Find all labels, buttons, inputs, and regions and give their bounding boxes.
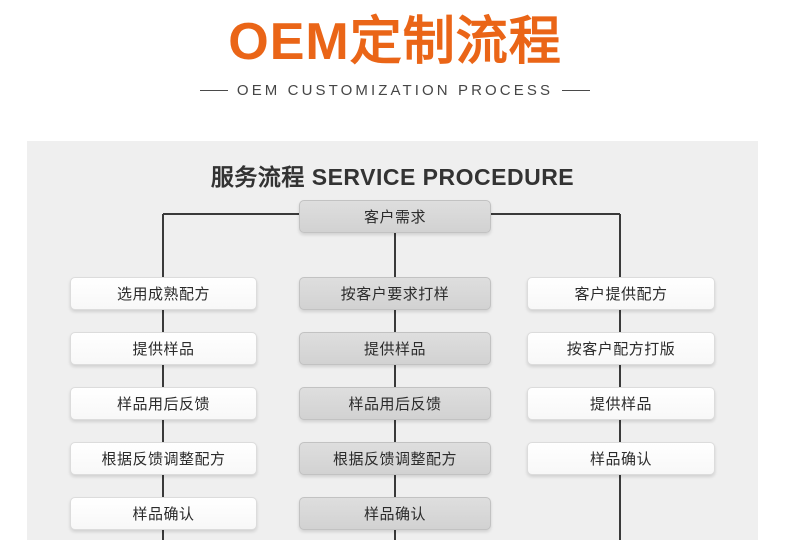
panel-heading: 服务流程 SERVICE PROCEDURE (210, 164, 575, 190)
page-title: OEM定制流程 (228, 13, 562, 71)
subtitle-dash-left (199, 90, 228, 91)
flow-node-left-1[interactable]: 选用成熟配方 (70, 277, 257, 310)
flow-node-left-4[interactable]: 根据反馈调整配方 (70, 442, 257, 475)
flow-node-center-2[interactable]: 提供样品 (299, 332, 491, 365)
flow-node-right-4[interactable]: 样品确认 (527, 442, 715, 475)
flow-node-center-5[interactable]: 样品确认 (299, 497, 491, 530)
flow-node-left-5[interactable]: 样品确认 (70, 497, 257, 530)
flow-node-left-2[interactable]: 提供样品 (70, 332, 257, 365)
flow-node-center-4[interactable]: 根据反馈调整配方 (299, 442, 491, 475)
service-procedure-panel: 服务流程 SERVICE PROCEDURE (27, 141, 758, 540)
flow-node-right-3[interactable]: 提供样品 (527, 387, 715, 420)
flow-node-left-3[interactable]: 样品用后反馈 (70, 387, 257, 420)
flow-node-right-2[interactable]: 按客户配方打版 (527, 332, 715, 365)
page-header: OEM定制流程 OEM CUSTOMIZATION PROCESS (0, 0, 790, 140)
subtitle-row: OEM CUSTOMIZATION PROCESS (0, 82, 790, 99)
flow-node-root[interactable]: 客户需求 (299, 200, 491, 233)
page-subtitle: OEM CUSTOMIZATION PROCESS (236, 82, 554, 99)
subtitle-dash-right (562, 90, 591, 91)
flow-node-right-1[interactable]: 客户提供配方 (527, 277, 715, 310)
flow-node-center-1[interactable]: 按客户要求打样 (299, 277, 491, 310)
flow-node-center-3[interactable]: 样品用后反馈 (299, 387, 491, 420)
